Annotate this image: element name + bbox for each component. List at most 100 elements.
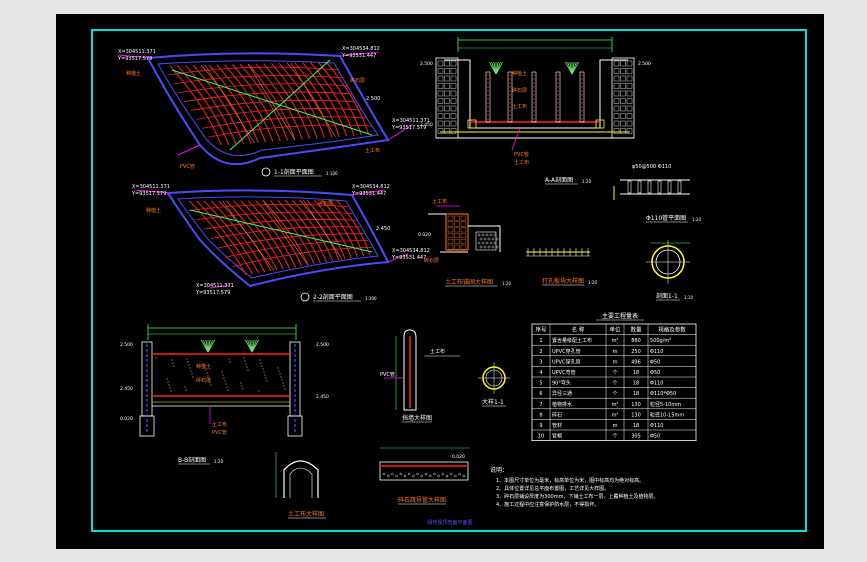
material-label: 种植土	[126, 70, 141, 77]
hatch-cell	[447, 244, 454, 250]
leader-line	[387, 124, 413, 141]
soil-dot	[207, 375, 209, 377]
soil-dot	[186, 358, 188, 360]
gravel-dot	[485, 233, 489, 237]
post	[555, 71, 561, 123]
material-label: 土工布	[365, 147, 380, 154]
hatch-cell	[437, 98, 444, 104]
leader-line	[351, 189, 386, 196]
hatch-cell	[626, 128, 633, 134]
anchor-detail: 土工布 0.020 碎石层 土工布锚固大样图 1:20 打孔板块大样图 1:20	[418, 198, 597, 287]
gravel-dot	[445, 474, 449, 478]
table-cell: 305	[631, 434, 641, 440]
plan-2-rebar-grid	[189, 199, 373, 276]
elevation-label: 2.500	[316, 342, 329, 348]
hatch-cell	[460, 233, 467, 238]
hatch-cell	[613, 98, 620, 104]
general-notes: 说明： 1、本图尺寸单位为毫米，标高单位为米，图中标高均为绝对标高。 2、具体位…	[490, 466, 658, 508]
gravel-dot	[479, 245, 483, 249]
hatch-cell	[620, 120, 626, 127]
rebar-line	[292, 199, 334, 262]
hatch-cell	[444, 90, 450, 97]
material-label: 土工布	[212, 421, 227, 428]
pipe-hole	[627, 180, 632, 194]
plan-view-1: X=304511.371 Y=93517.579 X=304534.812 Y=…	[117, 46, 430, 177]
hatch-cell	[447, 227, 454, 233]
rebar-line	[185, 91, 353, 102]
hatch-cell	[437, 105, 444, 112]
hatch-cell	[460, 227, 467, 233]
view-scale: 1:20	[214, 459, 223, 464]
view-scale: 1:20	[582, 179, 591, 184]
view-title: 土工布大样图	[288, 510, 324, 518]
table-cell: m	[613, 423, 618, 429]
elevation-label: 2.450	[420, 122, 433, 128]
soil-dot	[173, 365, 175, 367]
material-label: 种植土	[512, 70, 527, 77]
soil-dot	[243, 357, 245, 359]
table-cell: 1	[539, 338, 542, 344]
table-cell: Φ50	[650, 370, 660, 376]
table-border	[531, 323, 697, 441]
hatch-cell	[454, 244, 460, 250]
rebar-line	[277, 200, 321, 264]
table-cell: UPVC弯管	[552, 369, 576, 376]
trench-detail-profile	[283, 460, 319, 498]
table-cell: 4	[539, 370, 542, 376]
elevation-label: 2.500	[638, 61, 651, 67]
view-scale: 1:100	[365, 296, 377, 301]
table-header-cell: 序号	[535, 326, 547, 334]
table-cell: 9	[539, 423, 542, 429]
hatch-cell	[626, 105, 633, 112]
rebar-line	[167, 66, 339, 76]
hatch-cell	[437, 120, 444, 127]
soil-dot	[221, 371, 223, 373]
material-label: 土工布	[430, 348, 445, 355]
soil-dot	[262, 368, 264, 370]
soil-fill	[155, 357, 286, 392]
soil-dot	[208, 378, 210, 380]
table-cell: 18	[633, 370, 639, 376]
soil-dot	[205, 369, 207, 371]
gravel-fill	[382, 472, 465, 478]
table-cell: 管帽	[552, 433, 562, 440]
elevation-label: 2.500	[366, 96, 380, 102]
plant-blade	[495, 61, 503, 75]
view-marker-icon	[300, 292, 310, 302]
hatch-cell	[450, 90, 457, 97]
elevation-label: 0.020	[452, 454, 465, 460]
soil-dot	[171, 359, 173, 361]
soil-dot	[229, 361, 231, 363]
notes-line: 3、碎石层铺设厚度为300mm，下铺土工布一层，上覆种植土及植物层。	[496, 493, 658, 500]
coordinate-label: Y=93531.447	[341, 53, 376, 59]
soil-dot	[225, 383, 227, 385]
pipe-hole	[637, 180, 642, 194]
coordinate-label: X=304511.371	[118, 49, 156, 55]
table-cell: 6	[539, 391, 542, 397]
rebar-line	[231, 64, 281, 142]
pipe-hole	[677, 180, 682, 194]
soil-dot	[223, 377, 225, 379]
soil-dot	[277, 367, 279, 369]
gravel-dot	[487, 237, 491, 241]
rebar-line	[224, 64, 274, 142]
gravel-dot	[437, 474, 440, 478]
plan-1-rebar-grid	[167, 61, 372, 146]
gravel-dot	[493, 233, 497, 237]
post	[531, 71, 537, 123]
soil-dot	[168, 384, 170, 386]
rebar-line	[185, 65, 237, 145]
soil-dot	[169, 387, 171, 389]
material-label: 种植土	[196, 363, 211, 370]
anchor-profile	[428, 213, 501, 253]
soil-dot	[246, 366, 248, 368]
view-marker-icon	[261, 167, 271, 177]
elevation-label: 2.450	[316, 394, 329, 400]
view-scale: 1:20	[692, 217, 701, 222]
table-cell: 5	[539, 381, 542, 387]
hatch-cell	[450, 75, 457, 82]
plant-blade	[571, 61, 579, 75]
view-title: 挡墙大样图	[402, 414, 432, 422]
